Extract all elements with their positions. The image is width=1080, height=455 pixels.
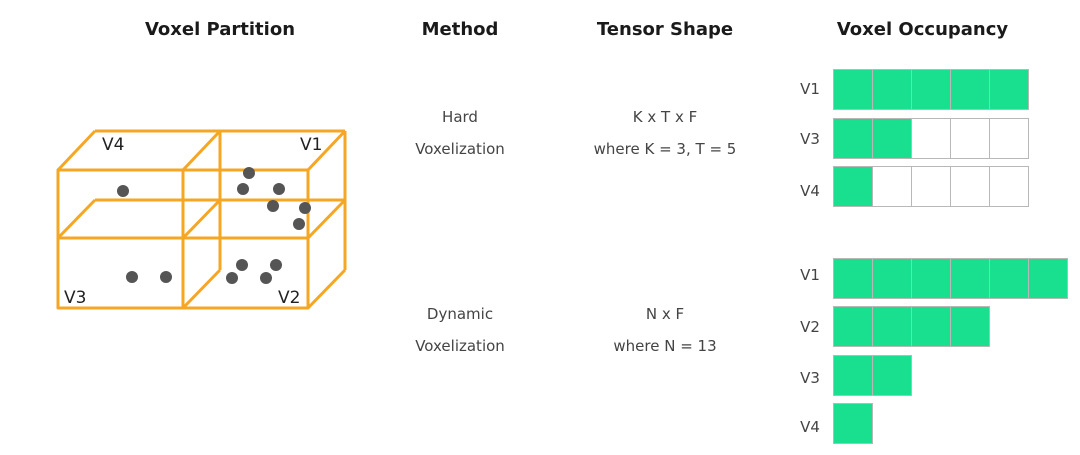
hard-occupancy-label-v1: V1: [800, 80, 820, 98]
occupied-slot: [833, 69, 873, 110]
hard-shape-line1: K x T x F: [632, 108, 698, 126]
occupied-slot: [989, 258, 1029, 299]
dynamic-occupancy-bar-v2: [833, 306, 990, 347]
occupied-slot: [833, 258, 873, 299]
occupied-slot: [911, 258, 951, 299]
hard-occupancy-label-v3: V3: [800, 130, 820, 148]
voxel-partition-diagram: V4 V1 V3 V2: [56, 129, 347, 310]
occupied-slot: [911, 306, 951, 347]
occupied-slot: [872, 306, 912, 347]
point: [160, 271, 172, 283]
voxel-grid: [56, 129, 347, 310]
occupied-slot: [950, 69, 990, 110]
dynamic-shape-line2: where N = 13: [613, 337, 717, 355]
empty-slot: [989, 166, 1029, 207]
point: [117, 185, 129, 197]
point: [299, 202, 311, 214]
empty-slot: [872, 166, 912, 207]
dynamic-occupancy-label-v1: V1: [800, 266, 820, 284]
hard-occupancy-bar-v1: [833, 69, 1029, 110]
hard-method-line2: Voxelization: [415, 140, 505, 158]
dynamic-occupancy-label-v2: V2: [800, 318, 820, 336]
occupied-slot: [989, 69, 1029, 110]
dynamic-occupancy-bar-v3: [833, 355, 912, 396]
occupied-slot: [950, 258, 990, 299]
occupied-slot: [872, 118, 912, 159]
point: [243, 167, 255, 179]
point: [270, 259, 282, 271]
header-tensor-shape: Tensor Shape: [596, 19, 734, 40]
header-method: Method: [421, 19, 499, 40]
empty-slot: [950, 166, 990, 207]
empty-slot: [911, 166, 951, 207]
occupied-slot: [950, 306, 990, 347]
empty-slot: [989, 118, 1029, 159]
voxel-label-v1: V1: [300, 135, 322, 155]
dynamic-shape-line1: N x F: [645, 305, 685, 323]
occupied-slot: [833, 166, 873, 207]
point: [226, 272, 238, 284]
point: [267, 200, 279, 212]
occupied-slot: [833, 403, 873, 444]
hard-shape-line2: where K = 3, T = 5: [593, 140, 737, 158]
voxel-label-v4: V4: [102, 135, 124, 155]
empty-slot: [950, 118, 990, 159]
point: [293, 218, 305, 230]
header-voxel-partition: Voxel Partition: [144, 19, 296, 40]
dynamic-method-line2: Voxelization: [415, 337, 505, 355]
point: [126, 271, 138, 283]
point: [237, 183, 249, 195]
occupied-slot: [833, 118, 873, 159]
occupied-slot: [872, 355, 912, 396]
occupied-slot: [833, 306, 873, 347]
occupied-slot: [872, 69, 912, 110]
voxel-label-v3: V3: [64, 288, 86, 308]
occupied-slot: [1028, 258, 1068, 299]
dynamic-occupancy-bar-v4: [833, 403, 873, 444]
dynamic-occupancy-bar-v1: [833, 258, 1068, 299]
dynamic-occupancy-label-v3: V3: [800, 369, 820, 387]
hard-method-line1: Hard: [442, 108, 478, 126]
point: [260, 272, 272, 284]
dynamic-occupancy-label-v4: V4: [800, 418, 820, 436]
point: [236, 259, 248, 271]
occupied-slot: [911, 69, 951, 110]
hard-occupancy-bar-v4: [833, 166, 1029, 207]
hard-occupancy-label-v4: V4: [800, 182, 820, 200]
empty-slot: [911, 118, 951, 159]
voxel-points: [117, 167, 311, 284]
occupied-slot: [833, 355, 873, 396]
point: [273, 183, 285, 195]
dynamic-method-line1: Dynamic: [426, 305, 494, 323]
occupied-slot: [872, 258, 912, 299]
voxel-label-v2: V2: [278, 288, 300, 308]
header-voxel-occupancy: Voxel Occupancy: [836, 19, 1009, 40]
hard-occupancy-bar-v3: [833, 118, 1029, 159]
